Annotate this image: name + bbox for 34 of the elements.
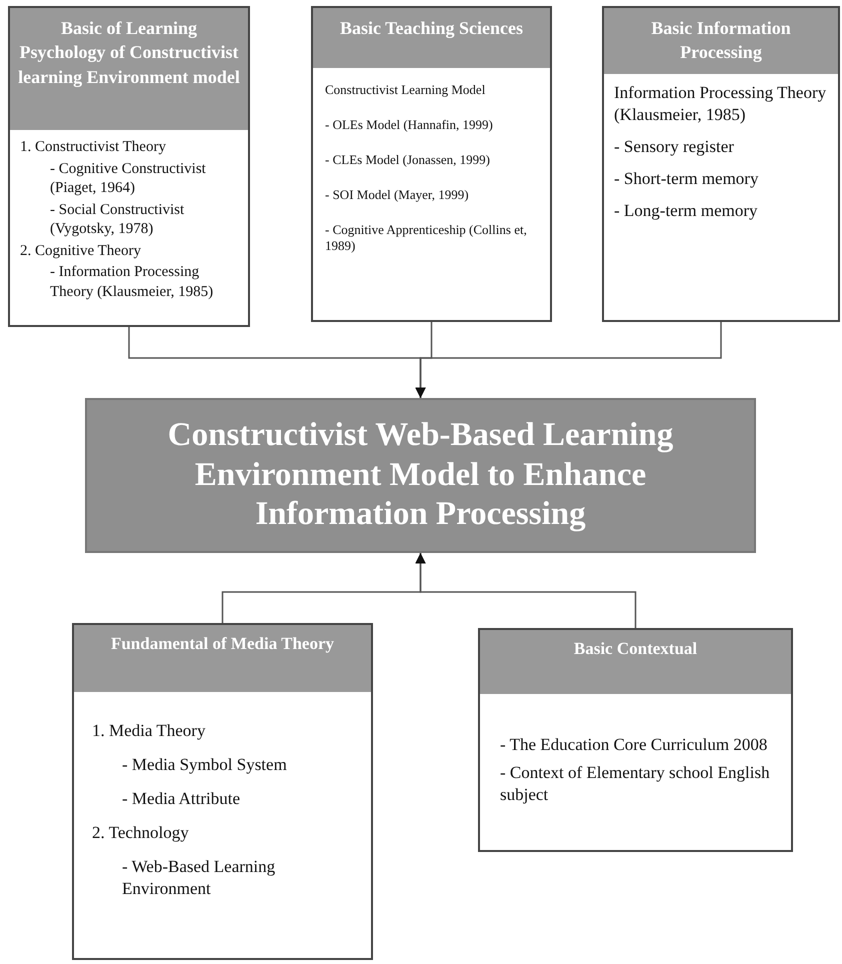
connector-arrow <box>415 553 636 628</box>
list-item: - Context of Elementary school English subject <box>499 762 771 806</box>
list-item: - Cognitive Apprenticeship (Collins et, 1989) <box>324 222 528 256</box>
card-header: Basic Teaching Sciences <box>313 8 550 68</box>
card-header: Basic Contextual <box>480 630 791 694</box>
list-item: Constructivist Learning Model <box>324 82 486 99</box>
concept-card <box>478 628 793 852</box>
list-item: - CLEs Model (Jonassen, 1999) <box>324 152 492 169</box>
connector-arrow <box>415 322 722 398</box>
list-item: 2. Technology <box>91 822 190 844</box>
list-item: - Media Attribute <box>121 788 242 810</box>
list-item: - Short-term memory <box>613 168 760 190</box>
list-item: 1. Media Theory <box>91 720 206 742</box>
concept-card <box>311 6 552 322</box>
list-item: - Media Symbol System <box>121 754 288 776</box>
concept-card <box>8 6 250 327</box>
list-item: 2. Cognitive Theory <box>19 242 142 260</box>
central-model-box: Constructivist Web-Based Learning Environment Model to Enhance Information Processing <box>85 398 756 553</box>
card-header: Basic of Learning Psychology of Constructivist learning Environment model <box>10 8 248 130</box>
list-item: Information Processing Theory (Klausmeier, 1985) <box>613 82 828 126</box>
list-item: - Sensory register <box>613 136 735 158</box>
list-item: - Web-Based Learning Environment <box>121 856 276 900</box>
card-header: Fundamental of Media Theory <box>74 625 371 692</box>
card-header: Basic Information Processing <box>604 8 838 74</box>
list-item: 1. Constructivist Theory <box>19 138 167 157</box>
list-item: - The Education Core Curriculum 2008 <box>499 734 768 756</box>
list-item: - Long-term memory <box>613 200 759 222</box>
concept-card <box>72 623 373 960</box>
list-item: - Cognitive Constructivist (Piaget, 1964) <box>49 160 207 198</box>
concept-card <box>602 6 840 322</box>
list-item: - Information Processing Theory (Klausmeier, 1985) <box>49 263 214 302</box>
list-item: - OLEs Model (Hannafin, 1999) <box>324 116 494 134</box>
list-item: - Social Constructivist (Vygotsky, 1978) <box>49 200 186 239</box>
list-item: - SOI Model (Mayer, 1999) <box>324 186 470 204</box>
